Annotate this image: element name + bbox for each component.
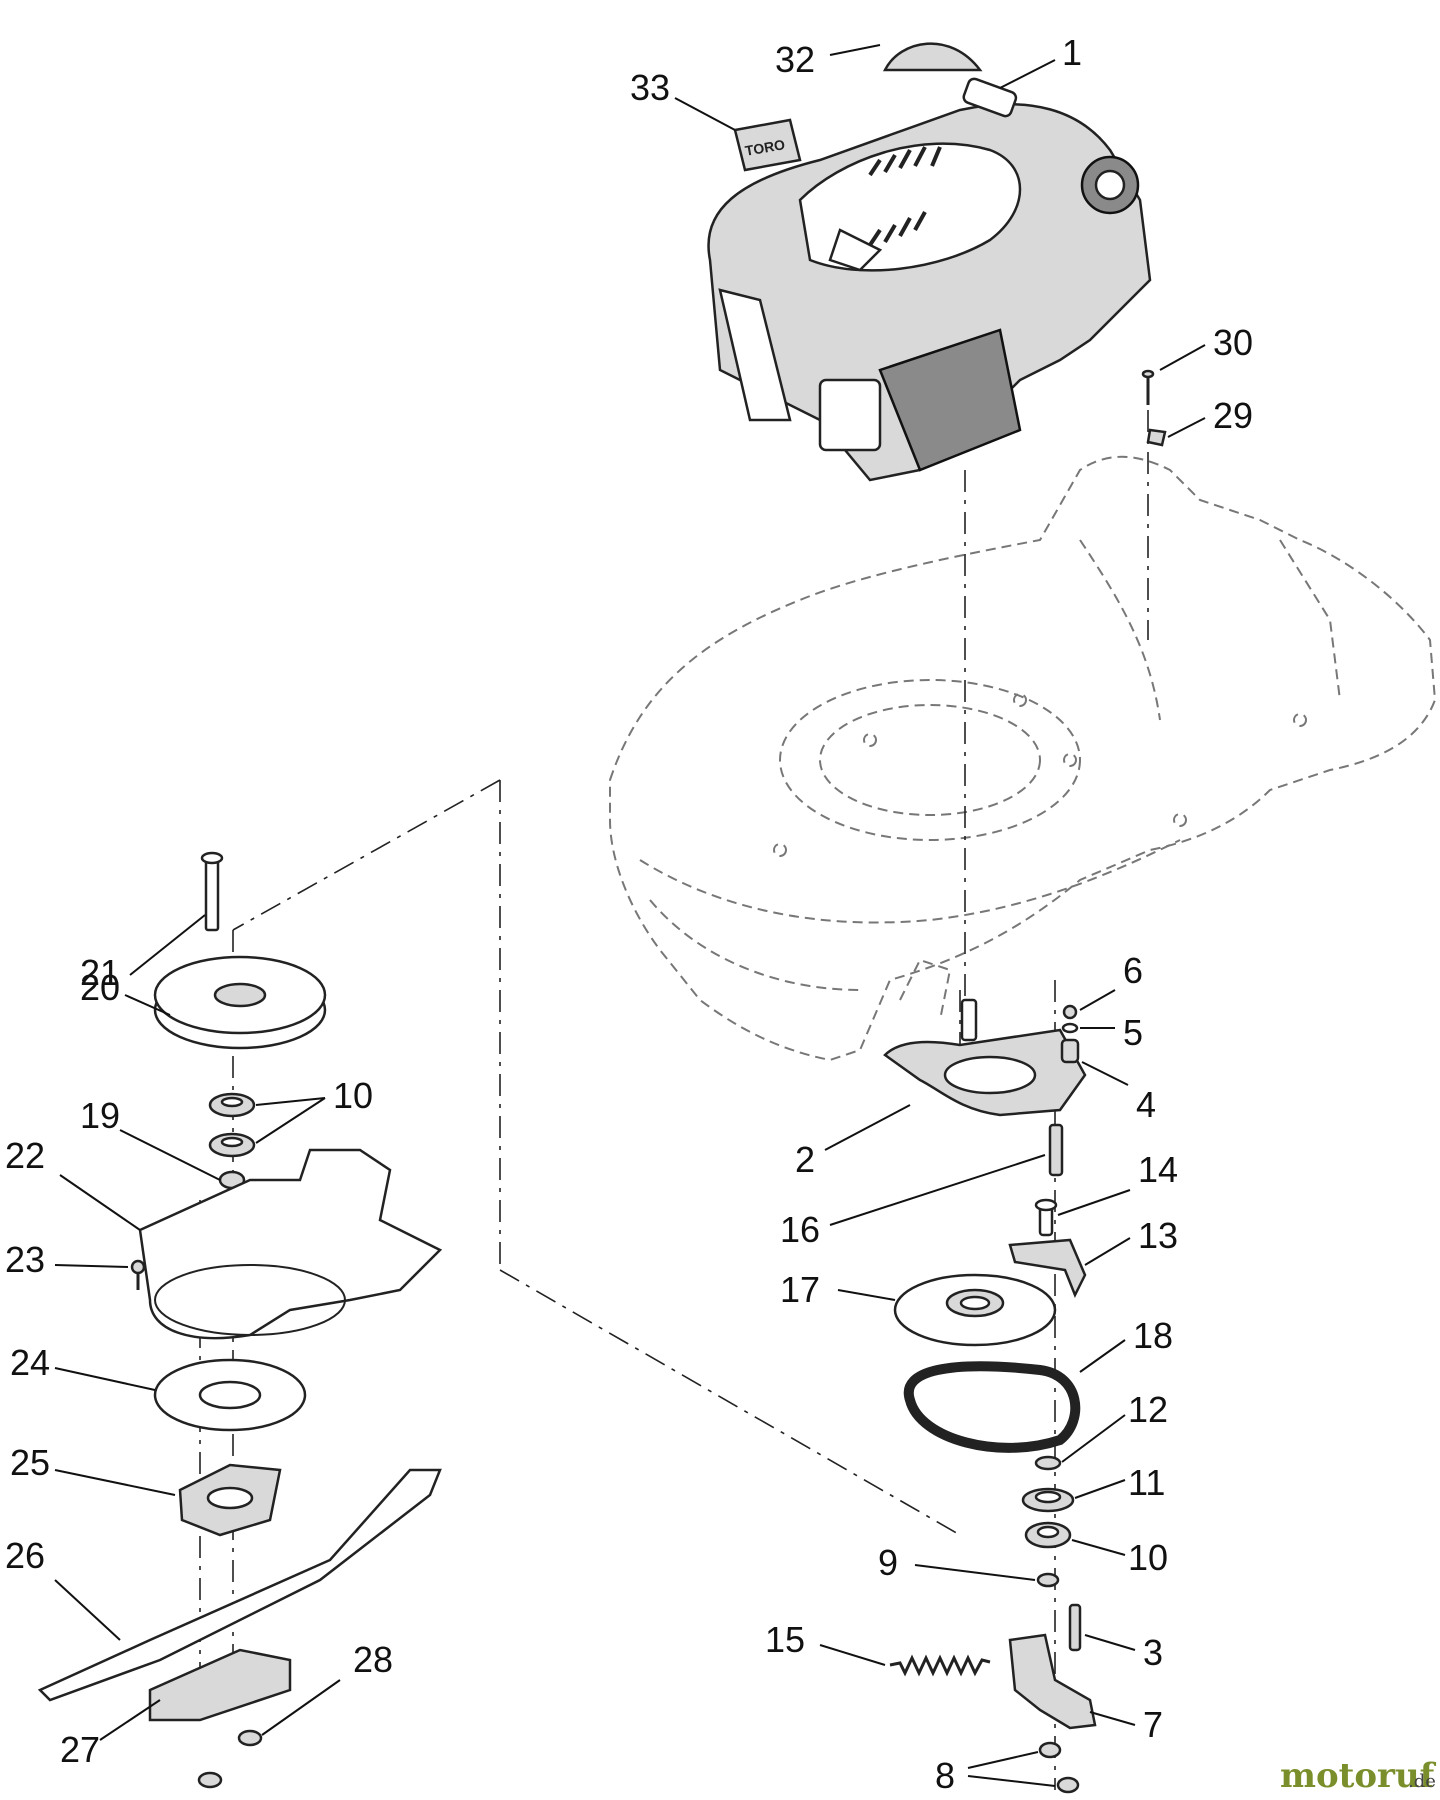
callout-11: 11 — [1128, 1462, 1165, 1503]
callout-20: 20 — [80, 967, 120, 1008]
blade-part-26 — [37, 1468, 442, 1702]
guard-opening — [154, 1264, 346, 1336]
hub-part-25 — [178, 1463, 282, 1537]
bolt-part-16 — [1048, 1123, 1064, 1177]
callout-22: 22 — [5, 1135, 45, 1176]
bearing-part-10-right — [1024, 1521, 1072, 1549]
nut-part-8-b — [1056, 1776, 1080, 1794]
guard-part-22 — [138, 1148, 443, 1340]
callout-27: 27 — [60, 1729, 100, 1770]
callout-30: 30 — [1213, 322, 1253, 363]
callout-15: 15 — [765, 1619, 805, 1660]
screw-part-30 — [1141, 369, 1155, 405]
callout-14: 14 — [1138, 1149, 1178, 1190]
screw-part-23 — [130, 1259, 146, 1290]
stud-part-3 — [1068, 1603, 1082, 1652]
callout-1: 1 — [1062, 32, 1082, 73]
callout-3: 3 — [1143, 1632, 1163, 1673]
decal-part-33: TORO — [733, 118, 802, 172]
bracket-part-13 — [1008, 1238, 1087, 1299]
callout-13: 13 — [1138, 1215, 1178, 1256]
arm-part-7 — [1008, 1633, 1097, 1730]
callout-19: 19 — [80, 1095, 120, 1136]
stud-part-2 — [960, 998, 978, 1042]
callout-17: 17 — [780, 1269, 820, 1310]
nut-part-6 — [1062, 1004, 1078, 1020]
callout-12: 12 — [1128, 1389, 1168, 1430]
callout-28: 28 — [353, 1639, 393, 1680]
callout-2: 2 — [795, 1139, 815, 1180]
watermark: motoruf .de — [1280, 1756, 1437, 1796]
callout-7: 7 — [1143, 1704, 1163, 1745]
callout-32: 32 — [775, 39, 815, 80]
disc-part-24 — [153, 1358, 307, 1432]
nut-part-28-a — [237, 1729, 263, 1747]
callout-9: 9 — [878, 1542, 898, 1583]
callout-33: 33 — [630, 67, 670, 108]
engine — [707, 77, 1152, 482]
belt-part-18 — [903, 1361, 1081, 1453]
decal-text: TORO — [744, 136, 786, 159]
cap-part-32 — [882, 42, 983, 72]
mower-deck-ghost — [609, 455, 1437, 1062]
pulley-part-17 — [893, 1273, 1057, 1347]
callout-26: 26 — [5, 1535, 45, 1576]
bolt-part-21 — [204, 858, 220, 932]
nut-part-28-b — [197, 1771, 223, 1789]
callout-24: 24 — [10, 1342, 50, 1383]
callout-10-right: 10 — [1128, 1537, 1168, 1578]
pin-head — [1034, 1198, 1058, 1212]
callout-25: 25 — [10, 1442, 50, 1483]
bolt-head — [200, 851, 224, 865]
bushing-part-11 — [1021, 1487, 1075, 1513]
spacer-part-4 — [1060, 1038, 1080, 1064]
bearing-part-10-left-a — [208, 1092, 256, 1118]
callout-4: 4 — [1136, 1084, 1156, 1125]
spring-part-15 — [889, 1654, 991, 1677]
watermark-tld: .de — [1408, 1771, 1436, 1792]
nut-part-8-a — [1038, 1741, 1062, 1759]
bracket-hole — [943, 1055, 1037, 1095]
callout-21: 21 — [80, 952, 120, 993]
callout-leaders — [54, 44, 1206, 1787]
callout-29: 29 — [1213, 395, 1253, 436]
washer-part-12 — [1034, 1455, 1062, 1471]
watermark-brand: motoruf — [1280, 1756, 1437, 1796]
adapter-part-20 — [153, 955, 327, 1050]
stiffener-part-27 — [148, 1648, 292, 1722]
callout-labels: 1 2 3 4 5 6 7 8 9 10 10 11 12 13 14 15 1… — [5, 32, 1253, 1796]
callout-5: 5 — [1123, 1012, 1143, 1053]
callout-10-left: 10 — [333, 1075, 373, 1116]
callout-8: 8 — [935, 1755, 955, 1796]
bearing-part-10-left-b — [208, 1132, 256, 1158]
washer-part-5 — [1061, 1022, 1079, 1034]
callout-23: 23 — [5, 1239, 45, 1280]
clip-part-29 — [1146, 428, 1167, 447]
callout-16: 16 — [780, 1209, 820, 1250]
nut-part-9 — [1036, 1572, 1060, 1588]
callout-18: 18 — [1133, 1315, 1173, 1356]
callout-6: 6 — [1123, 950, 1143, 991]
